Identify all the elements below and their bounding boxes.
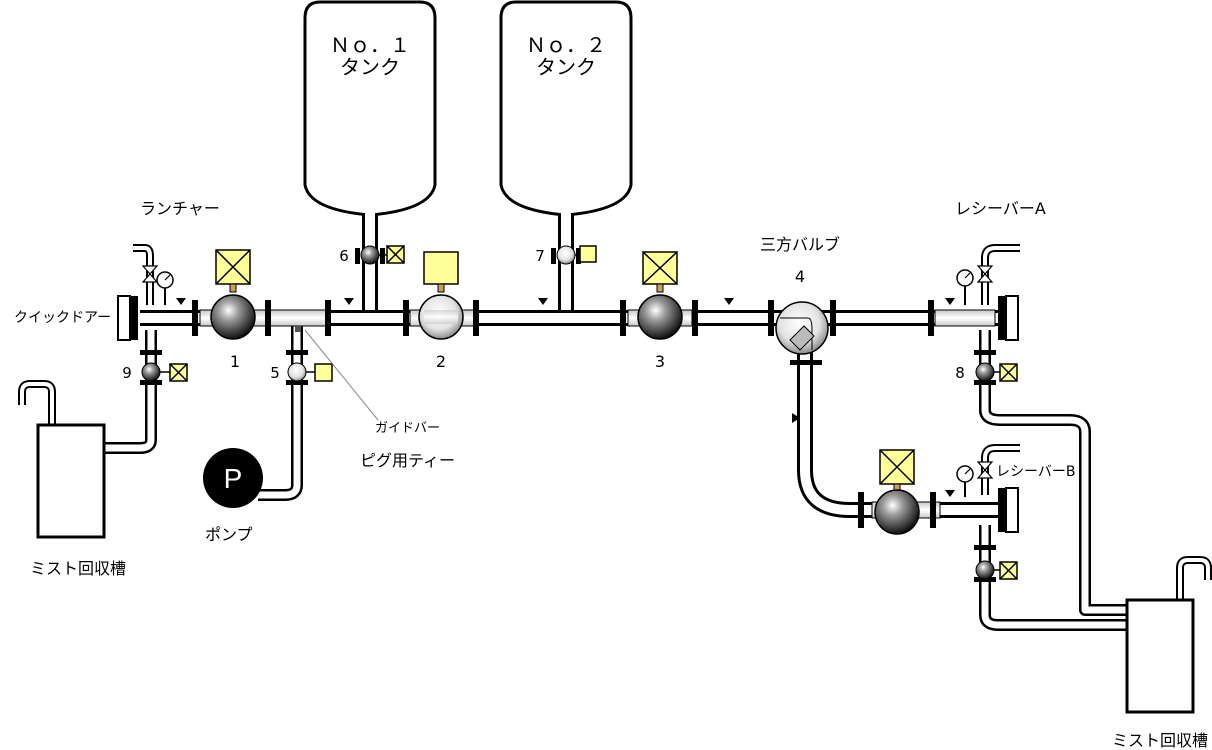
pump[interactable]: P xyxy=(203,448,263,508)
mist-tank-left-label: ミスト回収槽 xyxy=(30,559,126,578)
pipe-spools xyxy=(199,309,996,519)
receiver-b-label: レシーバーB xyxy=(996,464,1075,480)
valve-3[interactable]: 3 xyxy=(637,251,683,371)
valve-5-label: 5 xyxy=(270,364,280,382)
receiver-a-label: レシーバーA xyxy=(955,199,1046,218)
valve-8-label: 8 xyxy=(955,364,965,382)
valve-4-three-way[interactable]: 三方バルブ 4 xyxy=(760,235,840,355)
tank-no1-subtitle: タンク xyxy=(340,55,400,79)
flow-arrows xyxy=(176,298,955,497)
pipe-network xyxy=(18,213,1212,631)
valve-7-label: 7 xyxy=(535,247,545,265)
valve-5[interactable]: 5 xyxy=(270,350,333,385)
pump-label: ポンプ xyxy=(205,525,253,544)
tank-no1-title: Ｎｏ．１ xyxy=(330,33,410,57)
vent-valve-receiver-a[interactable] xyxy=(976,265,994,283)
tank-no2: Ｎｏ．２ タンク xyxy=(499,0,633,217)
guide-bar-leader xyxy=(304,329,379,421)
tank-no2-subtitle: タンク xyxy=(536,55,596,79)
mist-tank-right-label: ミスト回収槽 xyxy=(1112,731,1208,750)
valve-receiver-b[interactable] xyxy=(874,449,920,535)
vent-valve-receiver-b[interactable] xyxy=(976,461,994,479)
flanges xyxy=(117,295,1019,533)
mist-tank-right xyxy=(1125,598,1195,714)
valve-2-label: 2 xyxy=(436,352,446,371)
tank-no2-title: Ｎｏ．２ xyxy=(526,33,606,57)
valve-1-label: 1 xyxy=(230,352,240,371)
gauge-receiver-b xyxy=(956,465,974,497)
valve-7[interactable]: 7 xyxy=(535,245,597,265)
guide-bar-label: ガイドバー xyxy=(375,421,440,436)
valve-2[interactable]: 2 xyxy=(418,251,464,371)
valve-6-label: 6 xyxy=(339,247,349,265)
valve-receiver-b-drain[interactable] xyxy=(974,545,1018,582)
valve-8[interactable]: 8 xyxy=(955,350,1018,385)
mist-tank-left xyxy=(36,423,106,539)
gauge-launcher xyxy=(156,271,174,305)
tank-no1: Ｎｏ．１ タンク xyxy=(303,0,437,217)
gauge-receiver-a xyxy=(956,269,974,305)
vent-valve-launcher[interactable] xyxy=(141,265,159,283)
guide-bar xyxy=(295,326,301,332)
valve-3-label: 3 xyxy=(655,352,665,371)
valve-4-label: 4 xyxy=(795,267,805,286)
launcher-label: ランチャー xyxy=(140,199,220,218)
pump-symbol: P xyxy=(224,463,243,494)
quick-door-label: クイックドアー xyxy=(14,310,111,326)
valve-9[interactable]: 9 xyxy=(122,350,188,385)
valve-1[interactable]: 1 xyxy=(210,249,256,371)
three-way-valve-label: 三方バルブ xyxy=(760,235,840,254)
valve-9-label: 9 xyxy=(122,364,132,382)
pig-tee-label: ピグ用ティー xyxy=(360,451,455,470)
valve-6[interactable]: 6 xyxy=(339,245,405,265)
